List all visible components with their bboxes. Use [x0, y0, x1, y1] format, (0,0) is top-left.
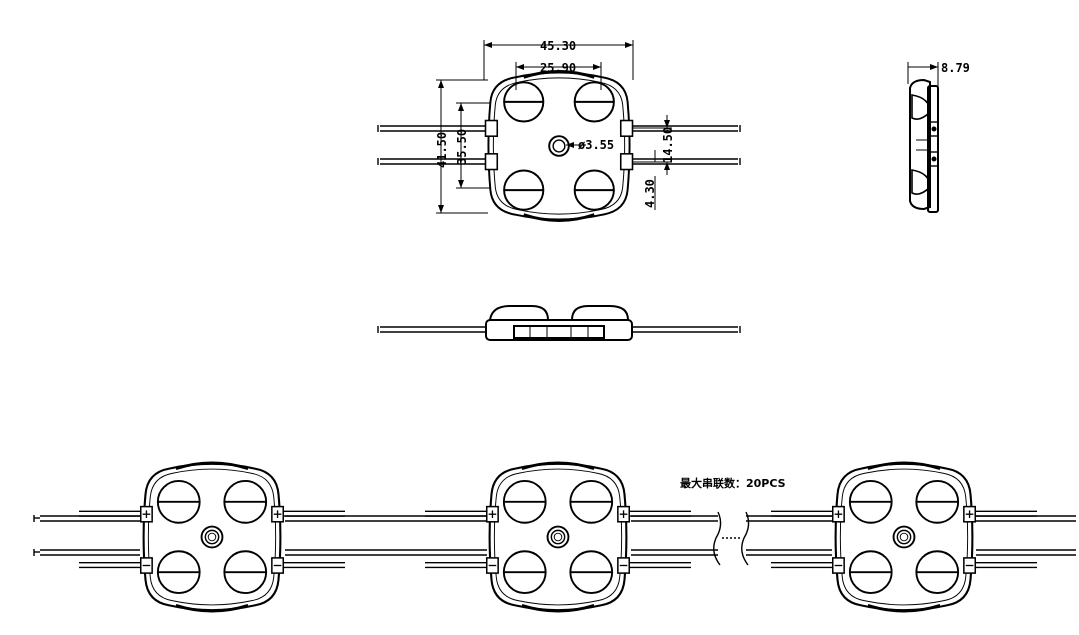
- dim-lens-spacing: 25.90: [540, 61, 576, 75]
- dim-overall-width: 45.30: [540, 39, 576, 53]
- led-module-2: [423, 461, 693, 613]
- module-chain: [33, 461, 1076, 613]
- dim-thickness: 8.79: [941, 61, 970, 75]
- led-module-3: [769, 461, 1039, 613]
- dim-wire-spacing-vertical: 35.50: [455, 129, 469, 165]
- dim-hole-diameter: ø3.55: [578, 138, 614, 152]
- max-chain-note: 最大串联数：20PCS: [680, 476, 786, 490]
- dim-side-spacing: 14.50: [661, 127, 675, 163]
- dim-overall-height: 41.50: [435, 132, 449, 168]
- front-view: 45.30 25.90 41.50 35.50 ø3.55 14.50 4.30: [377, 39, 741, 222]
- dim-side-offset: 4.30: [643, 179, 657, 208]
- elevation-view: [377, 305, 741, 341]
- led-module-1: [77, 461, 347, 613]
- side-view: [907, 62, 939, 213]
